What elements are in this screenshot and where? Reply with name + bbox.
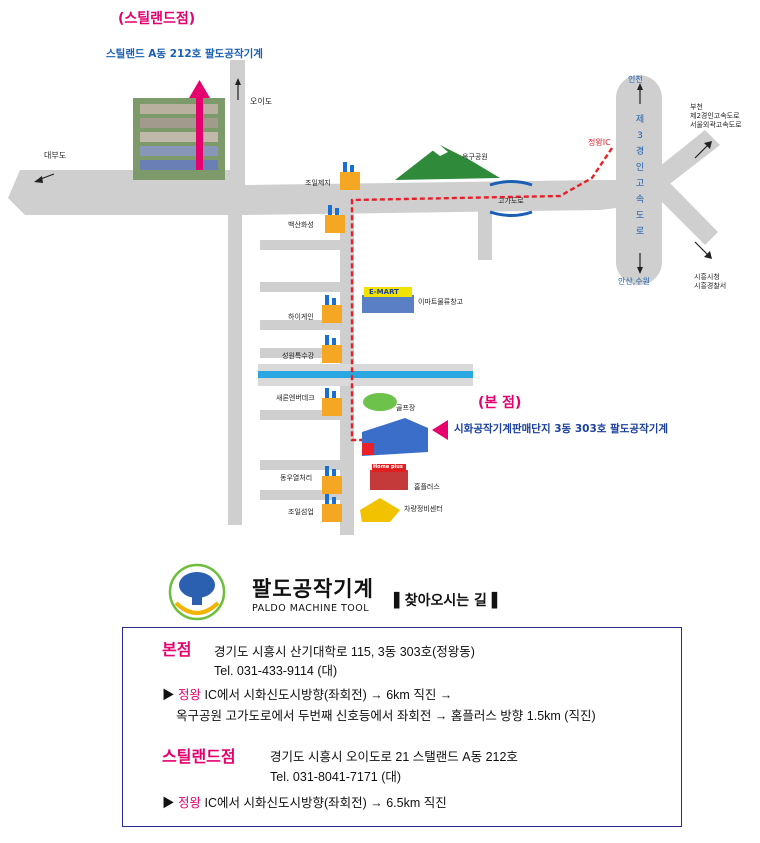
label-okgu-park: 옥구공원 bbox=[462, 153, 488, 161]
label-golf: 골프장 bbox=[396, 404, 416, 412]
label-joil-jeji: 조일제지 bbox=[305, 179, 331, 187]
label-dongwoo: 동우열처리 bbox=[280, 474, 313, 482]
side-street-5 bbox=[260, 410, 340, 420]
label-emart: 이마트물류창고 bbox=[418, 298, 464, 306]
label-bucheon: 부천 제2경인고속도로 서울외곽고속도로 bbox=[690, 103, 742, 129]
brand-name-en: PALDO MACHINE TOOL bbox=[252, 603, 370, 614]
label-homeplus-sign: Home plus bbox=[373, 464, 403, 470]
factory-icon-joil-seop bbox=[322, 494, 342, 522]
main-branch-directions-rest: IC에서 시화신도시방향(좌회전) → 6km 직진 → bbox=[201, 688, 453, 702]
main-branch-address: 경기도 시흥시 산기대학로 115, 3동 303호(정왕동) bbox=[214, 645, 475, 659]
main-branch-address-label: 시화공작기계판매단지 3동 303호 팔도공작기계 bbox=[454, 423, 669, 435]
oido-arrow-icon bbox=[235, 78, 241, 85]
factory-icon-seongwon bbox=[322, 335, 342, 363]
location-map: (스틸랜드점) 스틸랜드 A동 212호 팔도공작기계 (본 점) 시화공작기계… bbox=[8, 11, 742, 535]
factory-icon-joil-jeji bbox=[340, 162, 360, 190]
factory-icon-dongwoo bbox=[322, 466, 342, 494]
label-ansan: 안산,수원 bbox=[618, 277, 650, 286]
homeplus-building-icon bbox=[370, 470, 408, 490]
steel-branch-directions-rest: IC에서 시화신도시방향(좌회전) → 6.5km 직진 bbox=[201, 796, 447, 810]
steelland-title: (스틸랜드점) bbox=[118, 11, 196, 27]
directions-title: ▌찾아오시는 길 ▌ bbox=[394, 593, 503, 609]
map-canvas bbox=[8, 60, 720, 535]
brand-logo bbox=[168, 563, 226, 621]
side-street-6 bbox=[260, 460, 340, 470]
side-street-1 bbox=[260, 240, 340, 250]
emart-building-icon bbox=[362, 295, 414, 313]
incheon-arrow-icon bbox=[637, 83, 643, 90]
expressway-label: 제 3 경 인 고 속 도 로 bbox=[635, 115, 645, 237]
expressway bbox=[616, 75, 662, 285]
steelland-address-label: 스틸랜드 A동 212호 팔도공작기계 bbox=[106, 48, 263, 60]
steel-branch-directions-highlight: 정왕 bbox=[178, 796, 202, 810]
main-branch-directions-line2: 옥구공원 고가도로에서 두번째 신호등에서 좌회전 → 홈플러스 방향 1.5k… bbox=[176, 709, 596, 723]
main-branch-tel: Tel. 031-433-9114 (대) bbox=[214, 664, 338, 678]
label-incheon: 인천 bbox=[628, 75, 643, 84]
main-branch-building-icon bbox=[362, 418, 428, 456]
directions-info-box bbox=[122, 627, 682, 827]
main-branch-directions-highlight: 정왕 bbox=[178, 688, 202, 702]
label-joil-seop: 조일섬업 bbox=[288, 508, 314, 516]
label-car-center: 차량정비센터 bbox=[404, 505, 443, 513]
siheung-arrow-icon bbox=[704, 251, 712, 259]
canal bbox=[258, 371, 473, 378]
label-seongwon: 성원특수강 bbox=[282, 352, 315, 360]
overpass-street bbox=[478, 210, 492, 260]
steel-branch-tel: Tel. 031-8041-7171 (대) bbox=[270, 770, 402, 784]
main-branch-directions-line1: ▶ 정왕 IC에서 시화신도시방향(좌회전) → 6km 직진 → bbox=[162, 684, 452, 703]
factory-icon-hycen bbox=[322, 295, 342, 323]
factory-icon-saeron bbox=[322, 388, 342, 416]
okgu-park-mountain-icon bbox=[395, 145, 500, 180]
factory-icon-baeksin bbox=[325, 205, 345, 233]
main-branch-name: 본점 bbox=[162, 640, 192, 659]
ansan-arrow-icon bbox=[637, 267, 643, 274]
label-daebudo: 대부도 bbox=[44, 151, 67, 160]
siheung-road bbox=[655, 175, 718, 245]
left-street bbox=[228, 210, 242, 525]
steel-branch-directions-line1: ▶ 정왕 IC에서 시화신도시방향(좌회전) → 6.5km 직진 bbox=[162, 792, 447, 811]
bucheon-arrow-icon bbox=[704, 141, 712, 149]
steel-branch-address: 경기도 시흥시 오이도로 21 스탤랜드 A동 212호 bbox=[270, 750, 518, 764]
bucheon-road bbox=[655, 130, 720, 190]
main-branch-pointer-arrow-icon bbox=[432, 420, 448, 440]
label-homeplus: 홈플러스 bbox=[414, 483, 440, 491]
oido-road bbox=[230, 60, 245, 185]
label-saeron: 새론엔버데크 bbox=[276, 394, 315, 402]
golf-course-icon bbox=[363, 393, 397, 411]
steelland-pointer-arrow-icon bbox=[189, 80, 210, 98]
bullet-icon: ▶ bbox=[162, 688, 175, 702]
side-street-7 bbox=[260, 490, 340, 500]
steel-branch-name: 스틸랜드점 bbox=[162, 747, 236, 766]
overpass-icon bbox=[489, 180, 533, 217]
label-hycen: 하이게인 bbox=[288, 313, 314, 321]
side-street-3 bbox=[260, 320, 340, 330]
label-oido: 오이도 bbox=[250, 97, 273, 106]
brand-name-ko: 팔도공작기계 bbox=[252, 577, 374, 601]
bullet-icon: ▶ bbox=[162, 796, 175, 810]
main-road bbox=[8, 60, 640, 215]
route-line bbox=[350, 147, 613, 442]
label-emart-logo: E-MART bbox=[369, 288, 399, 296]
main-branch-marker bbox=[362, 443, 374, 455]
label-overpass: 고가도로 bbox=[498, 197, 524, 205]
daebudo-arrow-icon bbox=[34, 176, 43, 183]
side-street-2 bbox=[260, 282, 340, 292]
main-branch-title: (본 점) bbox=[478, 395, 522, 411]
label-siheung: 시흥시청 시흥경찰서 bbox=[694, 273, 727, 290]
car-center-building-icon bbox=[360, 498, 400, 522]
side-street-4 bbox=[260, 348, 340, 358]
label-baeksin: 백산화성 bbox=[288, 221, 314, 229]
label-jeongwang-ic: 정왕IC bbox=[588, 138, 611, 147]
steelland-pointer-shaft bbox=[196, 95, 203, 170]
